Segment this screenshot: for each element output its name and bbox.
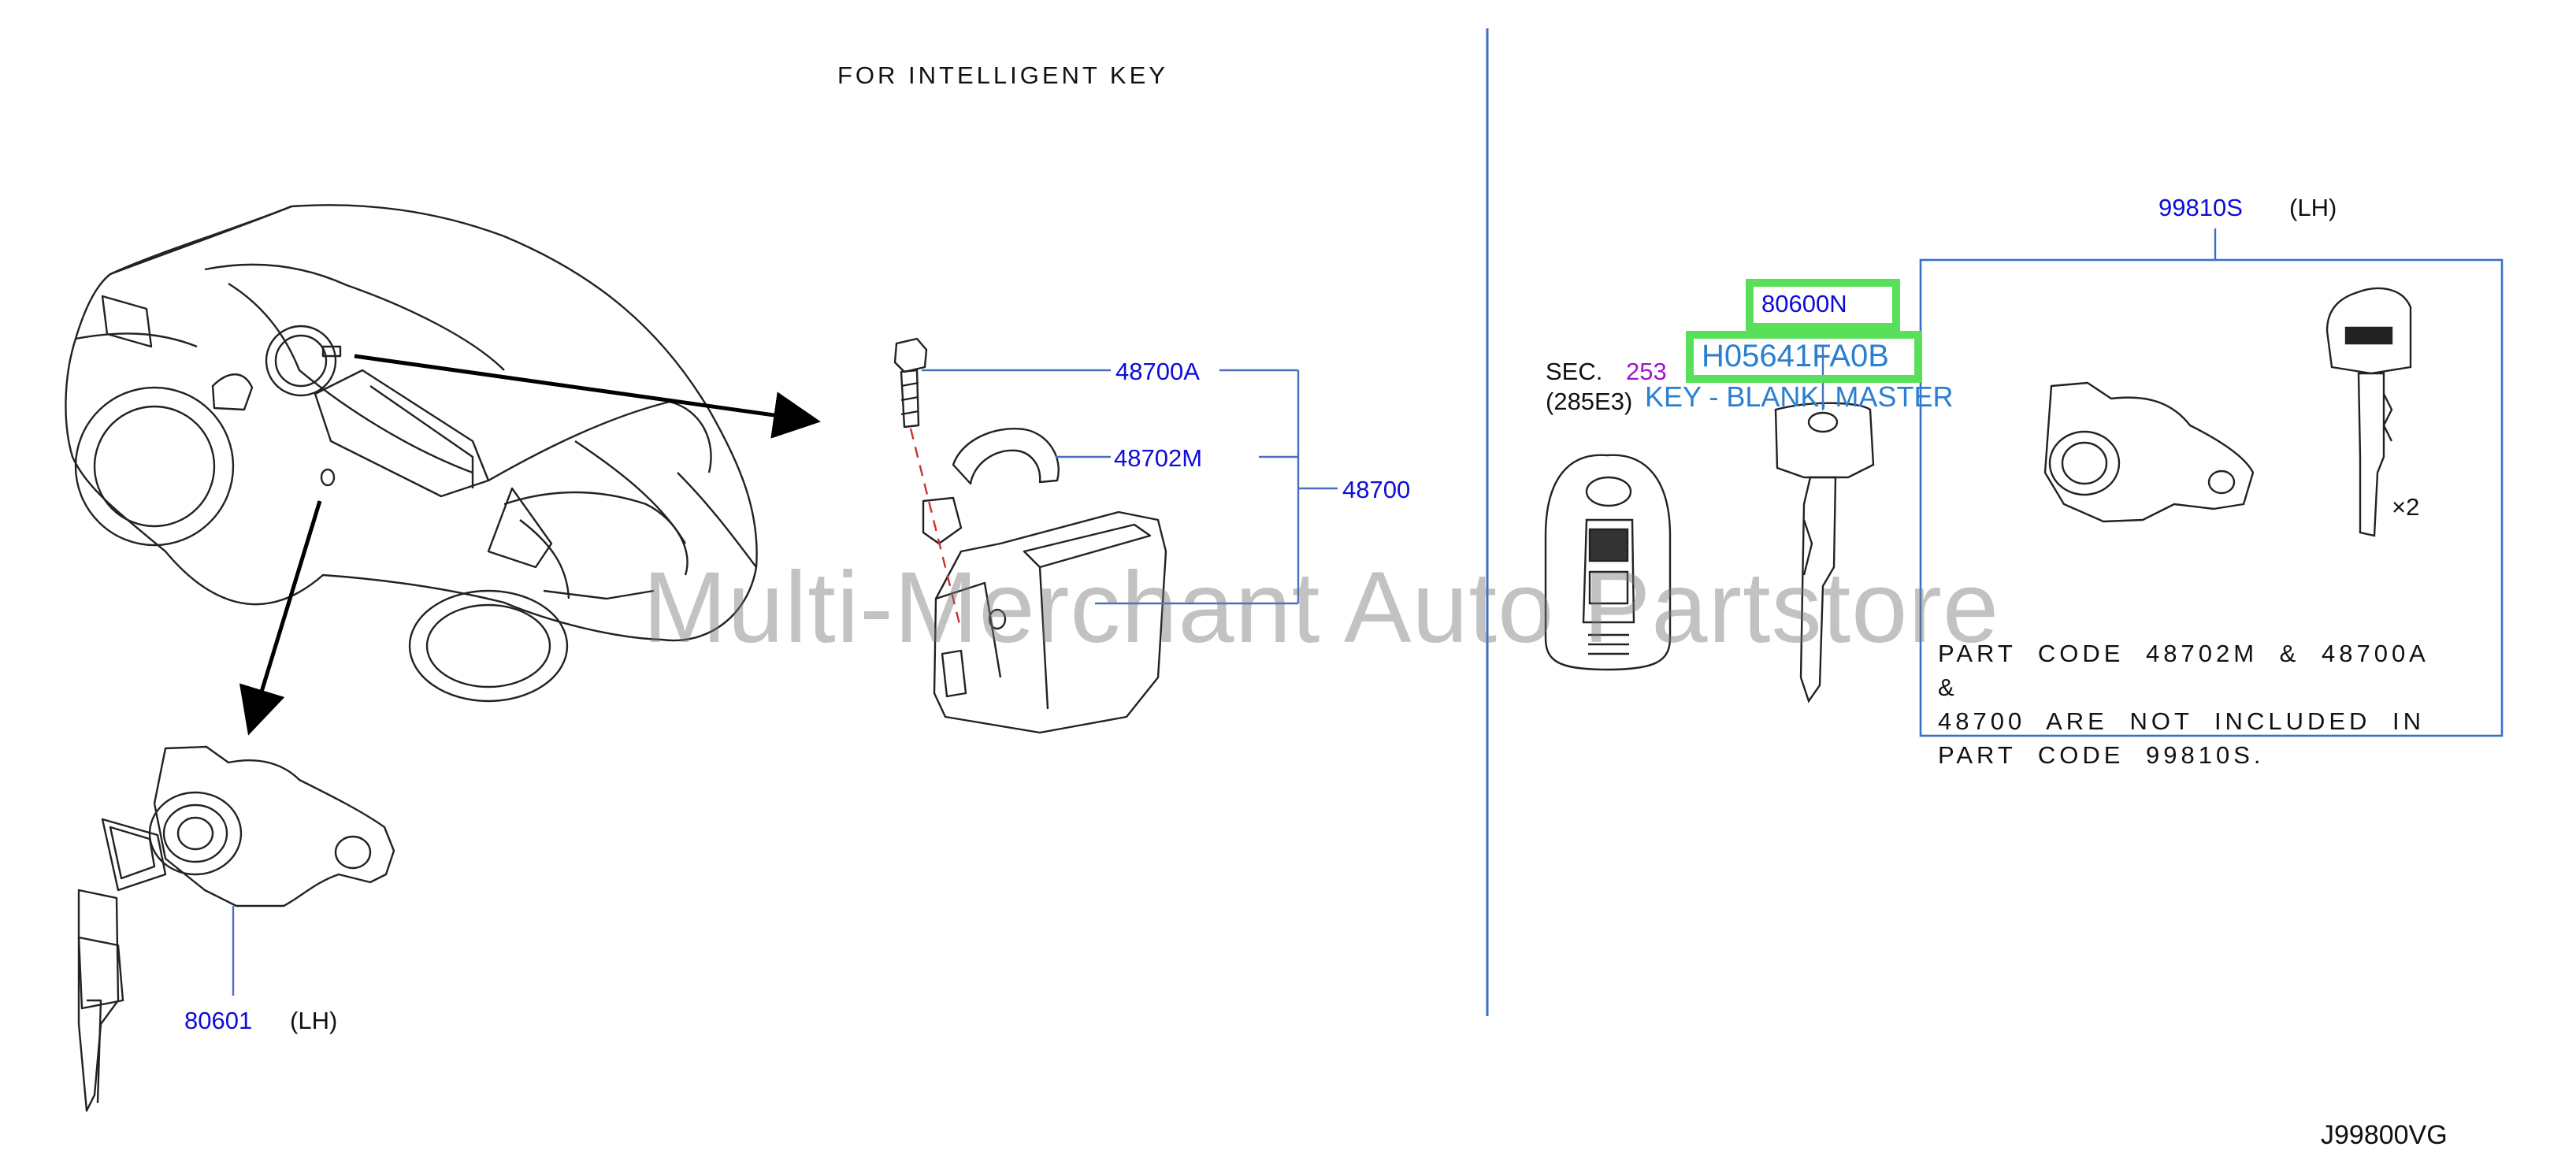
- arrow-to-ignition: [354, 354, 821, 439]
- sec-number-link[interactable]: 253: [1626, 358, 1667, 385]
- callout-48702M[interactable]: 48702M: [1114, 444, 1203, 472]
- callout-99810S-side: (LH): [2289, 194, 2337, 221]
- set-lock-cylinder-drawing: [2043, 381, 2255, 523]
- part-number[interactable]: H05641FA0B: [1702, 339, 1889, 373]
- callout-80600N[interactable]: 80600N: [1761, 290, 1847, 317]
- callout-80601-side: (LH): [290, 1007, 338, 1034]
- set-box: [1919, 258, 2504, 737]
- callout-48700A[interactable]: 48700A: [1115, 358, 1200, 385]
- car-illustration: [65, 204, 758, 703]
- exclusion-note: PART CODE 48702M & 48700A & 48700 ARE NO…: [1938, 636, 2442, 772]
- assembly-dashed-line: [909, 428, 961, 625]
- ignition-parts-drawing: [893, 337, 1167, 734]
- fuel-cap-ring: [265, 325, 337, 397]
- diagram-code: J99800VG: [2321, 1120, 2448, 1150]
- set-key-drawing: [2325, 287, 2412, 537]
- highlight-part-number: [1686, 331, 1922, 383]
- sec-ref: (285E3): [1546, 388, 1633, 415]
- sec-label: SEC.: [1546, 358, 1603, 385]
- note-line: PART CODE 48702M & 48700A &: [1938, 640, 2429, 701]
- ignition-leader-lines: [232, 369, 1338, 996]
- highlight-80600N: [1746, 279, 1900, 331]
- note-line: 48700 ARE NOT INCLUDED IN: [1938, 707, 2426, 735]
- door-lock-dot: [320, 468, 336, 487]
- callout-80601[interactable]: 80601: [184, 1007, 253, 1034]
- callout-48700[interactable]: 48700: [1342, 476, 1411, 503]
- intelligent-key-fob-drawing: [1544, 454, 1672, 671]
- callout-99810S[interactable]: 99810S: [2158, 194, 2243, 221]
- door-lock-cylinder-drawing: [77, 745, 395, 1112]
- note-line: PART CODE 99810S.: [1938, 741, 2265, 769]
- part-name: KEY - BLANK, MASTER: [1645, 380, 1954, 413]
- diagram-title: FOR INTELLIGENT KEY: [837, 61, 1168, 89]
- arrow-to-door-lock: [239, 500, 322, 736]
- blank-key-drawing: [1774, 402, 1875, 703]
- quantity-label: ×2: [2392, 493, 2420, 521]
